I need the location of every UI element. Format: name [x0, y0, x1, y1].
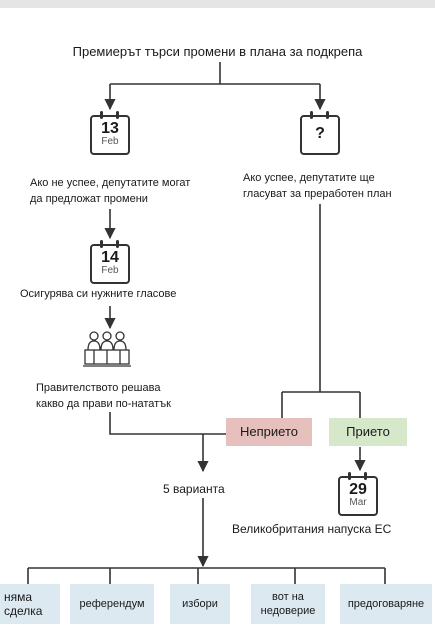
calendar-29-mar-icon: 29 Mar	[338, 472, 378, 516]
calendar-day: 29	[349, 481, 367, 498]
calendar-unknown-icon: ?	[300, 111, 340, 155]
connector-title-split	[110, 62, 320, 85]
calendar-month: Feb	[101, 265, 119, 276]
right-step1-line1: Ако успее, депутатите ще	[243, 172, 375, 184]
calendar-month: Feb	[101, 136, 119, 147]
connector-left-merge	[109, 412, 226, 435]
calendar-13-feb-icon: 13 Feb	[90, 111, 130, 155]
calendar-14-feb-icon: 14 Feb	[90, 240, 130, 284]
option-label: референдум	[79, 598, 145, 610]
options-count-label: 5 варианта	[163, 482, 225, 496]
calendar-day: ?	[315, 125, 325, 142]
left-step3-line2: какво да прави по-нататък	[36, 398, 171, 410]
parliament-icon	[83, 331, 131, 367]
rejected-badge: Неприето	[226, 418, 312, 446]
accepted-outcome-text: Великобритания напуска ЕС	[232, 522, 392, 536]
left-step1-line1: Ако не успее, депутатите могат	[30, 177, 191, 189]
right-step1-line2: гласуват за преработен план	[243, 188, 392, 200]
option-no-deal: няма сделка	[0, 584, 60, 624]
left-step3-line1: Правителството решава	[36, 382, 161, 394]
option-label: предоговаряне	[347, 598, 425, 610]
option-elections: избори	[170, 584, 230, 624]
option-label: вот на недоверие	[260, 591, 316, 617]
calendar-month: Mar	[349, 497, 367, 508]
calendar-day: 13	[101, 120, 119, 137]
left-step1-line2: да предложат промени	[30, 193, 148, 205]
top-bar	[0, 0, 435, 8]
option-label: избори	[182, 598, 218, 610]
calendar-day: 14	[101, 249, 119, 266]
connector-vote-split	[281, 391, 361, 418]
page-title: Премиерът търси промени в плана за подкр…	[72, 44, 363, 59]
right-step1-text: Ако успее, депутатите ще гласуват за пре…	[243, 170, 392, 202]
option-referendum: референдум	[70, 584, 154, 624]
option-renegotiation: предоговаряне	[340, 584, 432, 624]
connector-leaf-drops	[27, 568, 386, 584]
option-no-confidence-vote: вот на недоверие	[251, 584, 325, 624]
left-step1-text: Ако не успее, депутатите могат да предло…	[30, 175, 190, 207]
accepted-badge: Прието	[329, 418, 407, 446]
left-step3-text: Правителството решава какво да прави по-…	[36, 380, 171, 412]
left-step2-text: Осигурява си нужните гласове	[20, 288, 177, 300]
option-label: няма сделка	[4, 590, 43, 618]
